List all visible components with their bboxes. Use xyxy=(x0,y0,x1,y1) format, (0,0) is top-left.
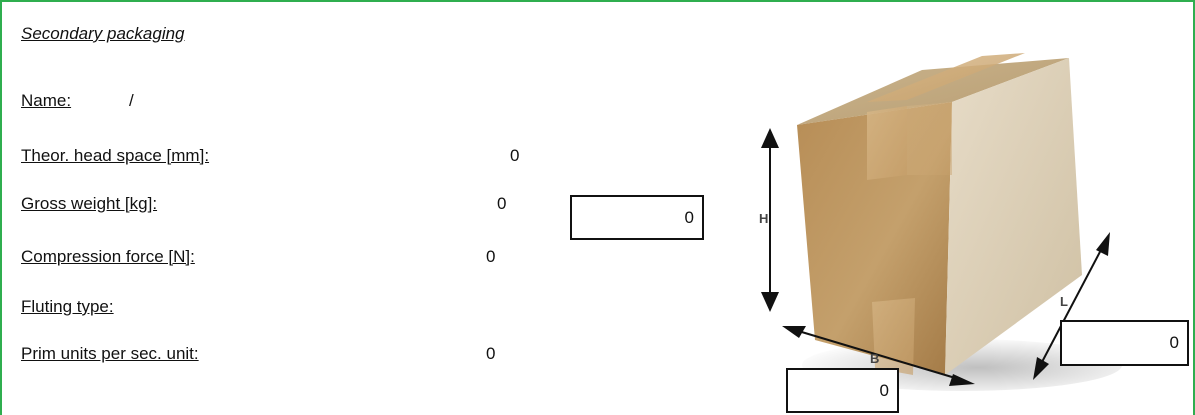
head-space-label: Theor. head space [mm]: xyxy=(21,146,210,165)
length-arrow: L xyxy=(1033,232,1110,380)
compression-force-label: Compression force [N]: xyxy=(21,247,195,266)
height-input[interactable]: 0 xyxy=(570,195,704,240)
width-arrow: B xyxy=(782,326,975,386)
head-space-value: 0 xyxy=(510,146,520,165)
cardboard-box-diagram: H B L xyxy=(737,20,1187,415)
height-dimension-label: H xyxy=(759,211,768,226)
width-input[interactable]: 0 xyxy=(786,368,899,413)
name-label: Name: xyxy=(21,91,72,110)
length-input[interactable]: 0 xyxy=(1060,320,1189,366)
fluting-type-label: Fluting type: xyxy=(21,297,114,316)
name-value: / xyxy=(129,91,134,110)
compression-force-value: 0 xyxy=(486,247,496,266)
gross-weight-label: Gross weight [kg]: xyxy=(21,194,158,213)
length-dimension-label: L xyxy=(1060,294,1068,309)
prim-units-value: 0 xyxy=(486,344,496,363)
section-title: Secondary packaging xyxy=(21,24,185,43)
height-arrow: H xyxy=(759,128,779,312)
gross-weight-value: 0 xyxy=(497,194,507,213)
width-dimension-label: B xyxy=(870,351,879,366)
box-top xyxy=(797,53,1069,125)
prim-units-label: Prim units per sec. unit: xyxy=(21,344,199,363)
box-side xyxy=(907,58,1082,375)
